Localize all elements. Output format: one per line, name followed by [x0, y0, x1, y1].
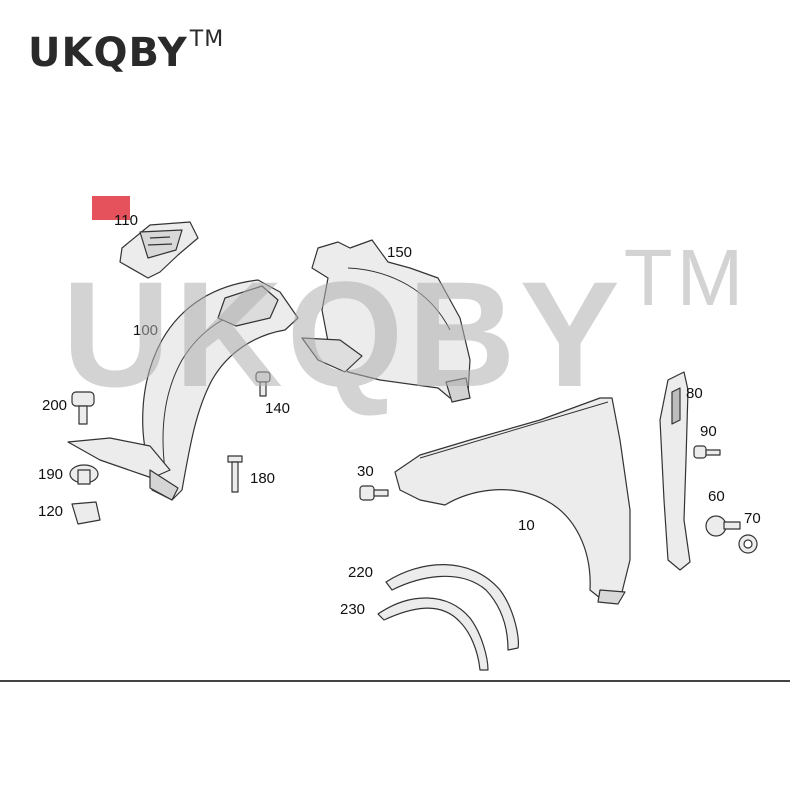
- label-150: 150: [387, 244, 413, 261]
- highlight-marker: [92, 196, 130, 220]
- part-80-strip: [659, 371, 691, 571]
- label-140: 140: [265, 400, 291, 417]
- part-110-bracket: [119, 221, 199, 279]
- brand-name: UKQBY: [28, 30, 188, 76]
- brand-logo: UKQBYTM: [28, 26, 225, 76]
- bottom-divider: [0, 680, 790, 682]
- label-90: 90: [700, 423, 717, 440]
- label-200: 200: [42, 397, 68, 414]
- part-100-wheel-liner: [67, 279, 299, 501]
- part-190-clip: [69, 464, 99, 485]
- label-70: 70: [744, 510, 761, 527]
- part-150-rear-liner: [301, 239, 471, 403]
- part-140-rivet: [255, 371, 271, 397]
- part-90-screw: [693, 445, 721, 459]
- part-230-moulding: [377, 597, 489, 671]
- label-30: 30: [357, 463, 374, 480]
- label-110: 110: [114, 212, 138, 229]
- part-120-nut: [71, 501, 101, 525]
- part-10-fender: [394, 397, 631, 605]
- label-220: 220: [348, 564, 374, 581]
- part-70-nut: [738, 534, 758, 554]
- label-180: 180: [250, 470, 276, 487]
- part-60-bolt: [705, 515, 741, 537]
- label-10: 10: [518, 517, 535, 534]
- brand-tm: TM: [189, 26, 225, 52]
- label-230: 230: [340, 601, 366, 618]
- label-120: 120: [38, 503, 64, 520]
- part-30-bolt: [359, 485, 389, 501]
- label-190: 190: [38, 466, 64, 483]
- part-180-pin: [227, 455, 243, 493]
- label-100: 100: [133, 322, 159, 339]
- part-220-moulding: [385, 564, 520, 651]
- label-60: 60: [708, 488, 725, 505]
- label-80: 80: [686, 385, 703, 402]
- part-200-bolt: [71, 391, 95, 425]
